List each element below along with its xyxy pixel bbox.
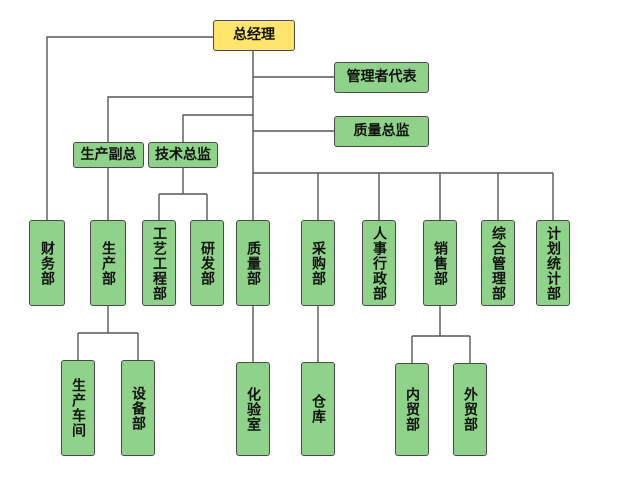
quality-director-box: 质量总监: [334, 116, 429, 147]
hr-admin-dept-box: 人事行政部: [362, 220, 396, 306]
warehouse-box: 仓库: [301, 362, 335, 456]
domestic-trade-dept-box: 内贸部: [395, 363, 429, 456]
quality-dept-box: 质量部: [236, 220, 270, 306]
production-dept-box: 生产部: [90, 220, 126, 306]
management-representative-box: 管理者代表: [334, 62, 429, 93]
vp-production-box: 生产副总: [73, 142, 144, 168]
rnd-dept-box: 研发部: [190, 220, 224, 306]
process-engineering-dept-box: 工艺工程部: [142, 220, 176, 306]
general-management-dept-box: 综合管理部: [481, 220, 515, 306]
ceo-box: 总经理: [213, 20, 295, 51]
production-workshop-box: 生产车间: [61, 360, 95, 456]
planning-statistics-dept-box: 计划统计部: [536, 220, 570, 306]
laboratory-box: 化验室: [236, 362, 270, 456]
equipment-dept-box: 设备部: [121, 360, 155, 456]
technical-director-box: 技术总监: [148, 142, 218, 168]
sales-dept-box: 销售部: [423, 220, 457, 306]
finance-dept-box: 财务部: [29, 220, 65, 306]
purchasing-dept-box: 采购部: [301, 220, 335, 306]
foreign-trade-dept-box: 外贸部: [453, 363, 487, 456]
